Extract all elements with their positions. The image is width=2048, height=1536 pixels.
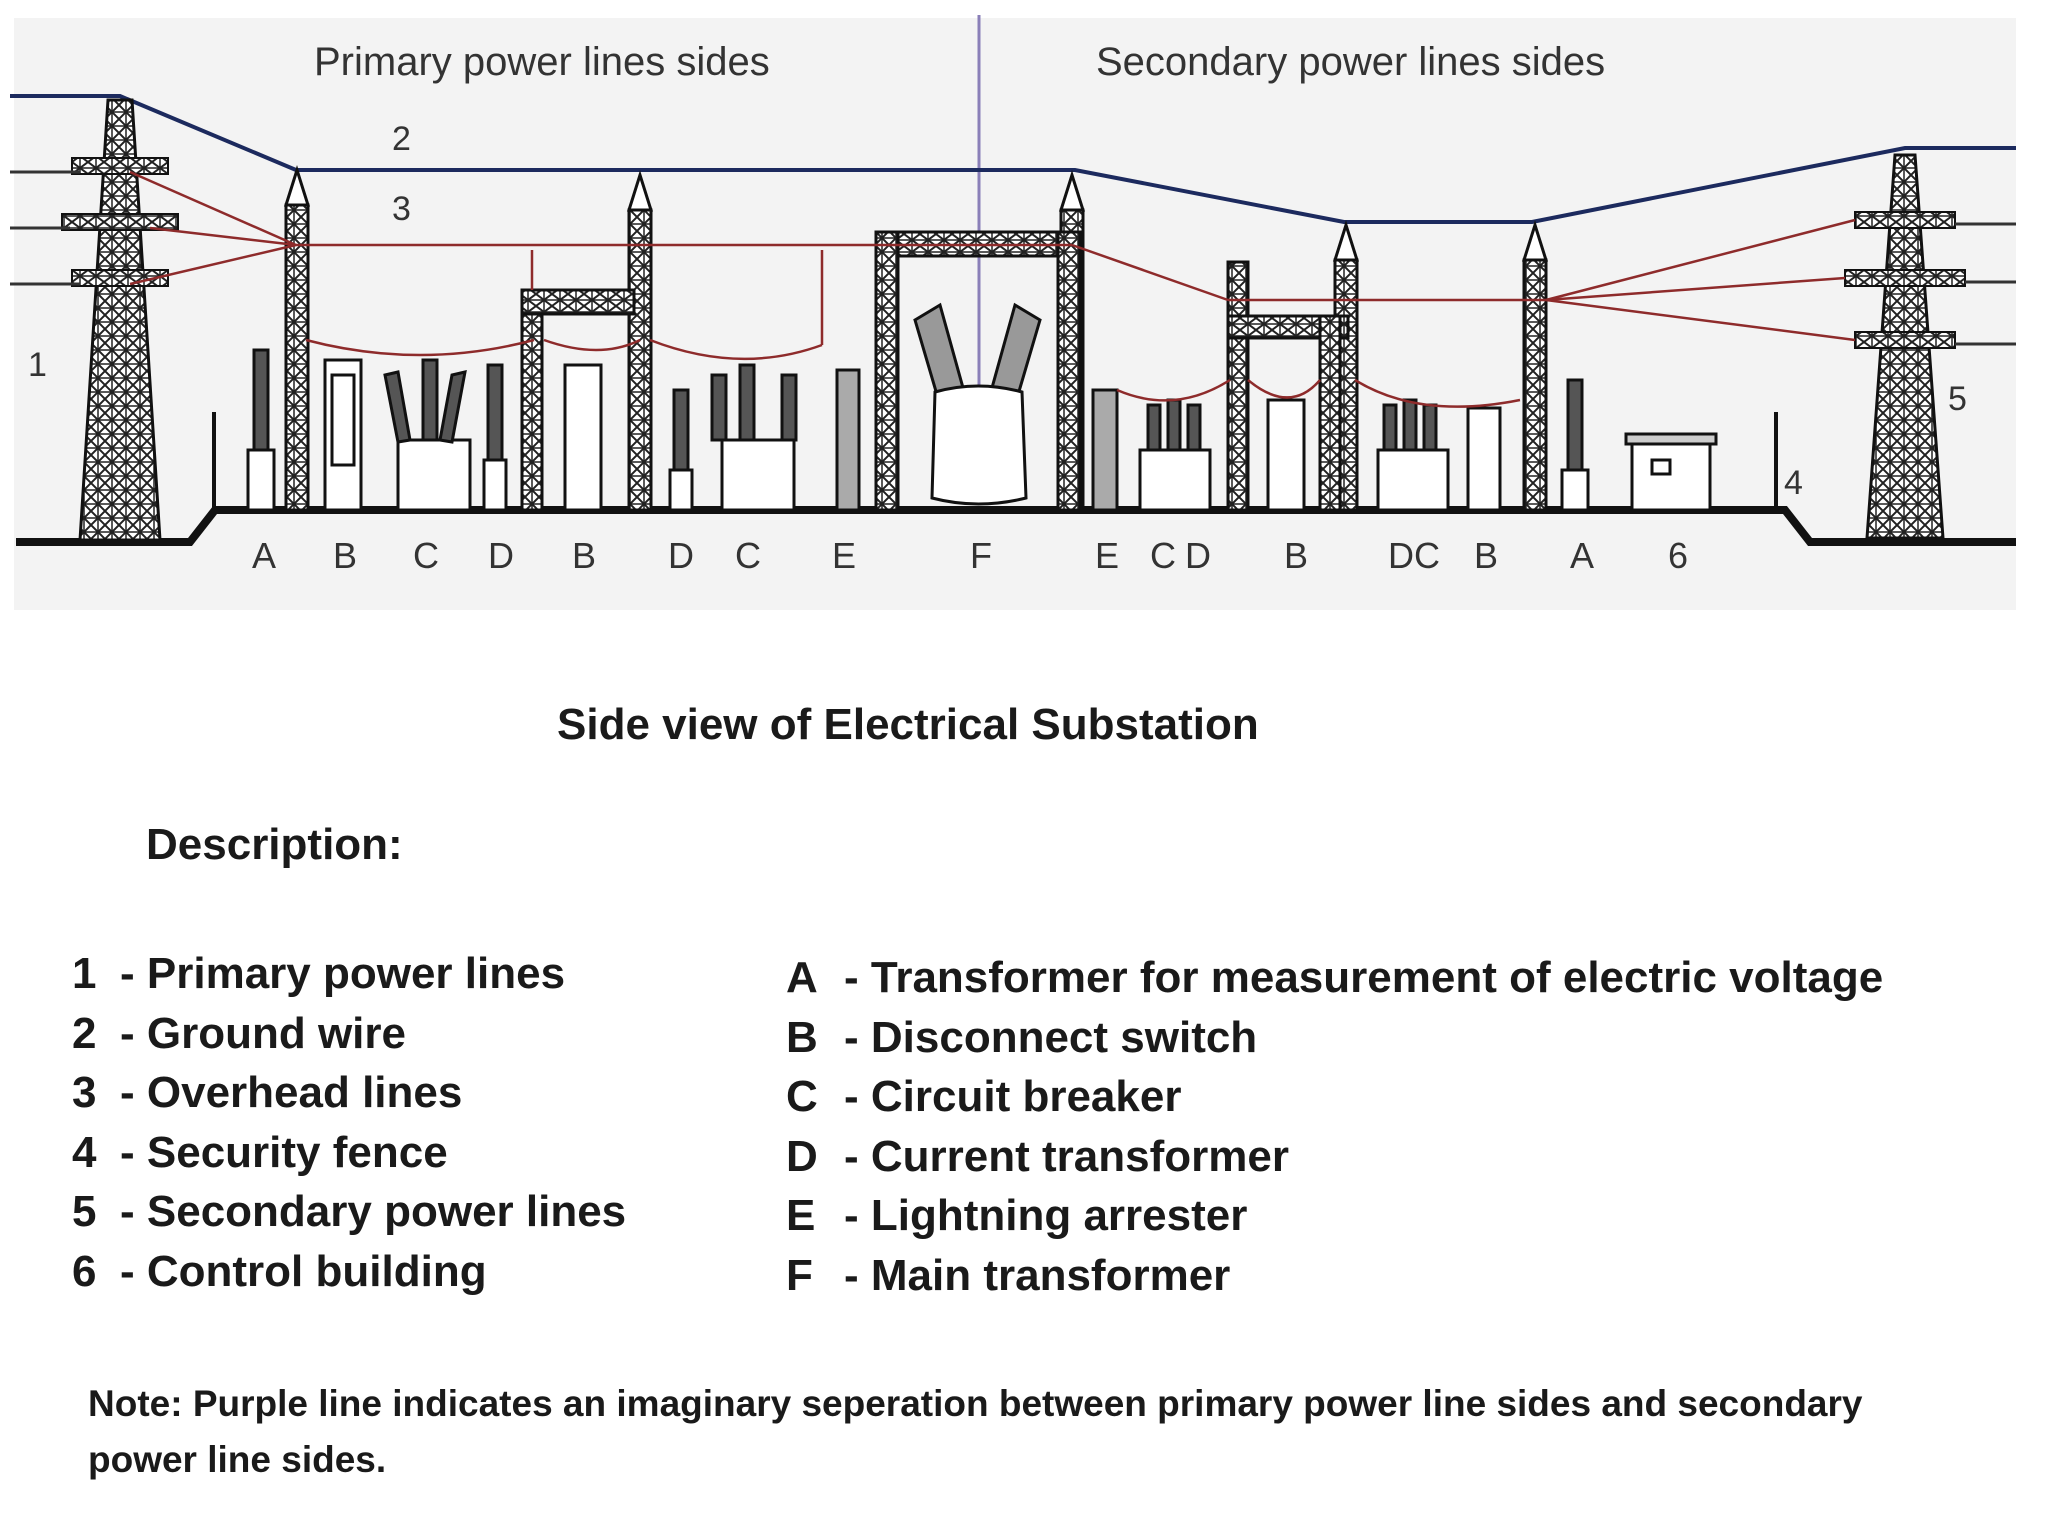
legend-key: E	[786, 1191, 816, 1240]
legend-item: 3 - Overhead lines	[72, 1063, 626, 1123]
legend-item: 5 - Secondary power lines	[72, 1182, 626, 1242]
ground-letter: E	[832, 535, 856, 576]
legend-text: - Control building	[120, 1246, 487, 1296]
ground-line	[16, 506, 2016, 546]
ground-letter: B	[1284, 535, 1308, 576]
ground-letter: A	[252, 535, 276, 576]
legend-text: - Current transformer	[844, 1131, 1289, 1181]
ground-letter: D	[1185, 535, 1211, 576]
legend-key: F	[786, 1250, 813, 1300]
label-5: 5	[1948, 380, 1967, 418]
legend-text: - Disconnect switch	[844, 1012, 1258, 1062]
legend-key: 6	[72, 1246, 97, 1296]
ground-letter: D	[1388, 535, 1414, 576]
legend-text: - Ground wire	[120, 1008, 406, 1058]
legend-item: C - Circuit breaker	[786, 1067, 1883, 1127]
label-2: 2	[392, 120, 411, 158]
legend-item: E - Lightning arrester	[786, 1186, 1883, 1246]
description-heading: Description:	[146, 820, 403, 869]
legend-text: - Circuit breaker	[844, 1072, 1182, 1121]
legend-item: B - Disconnect switch	[786, 1008, 1883, 1068]
legend-key: C	[786, 1072, 818, 1121]
ground-wire	[10, 94, 2016, 224]
legend-key: 1	[72, 949, 97, 998]
number-legend: 1- Primary power lines 2- Ground wire 3-…	[72, 944, 626, 1301]
legend-item: D - Current transformer	[786, 1127, 1883, 1187]
legend-item: 1 - Primary power lines	[72, 944, 626, 1004]
label-1: 1	[28, 346, 47, 384]
ground-letter: C	[413, 535, 439, 576]
ground-letter: A	[1570, 535, 1594, 576]
legend-item: A - Transformer for measurement of electr…	[786, 948, 1883, 1008]
legend-key: A	[786, 953, 818, 1002]
ground-letter: C	[735, 535, 761, 576]
legend-item: 6 - Control building	[72, 1242, 626, 1302]
legend-text: - Main transformer	[844, 1250, 1231, 1300]
letter-legend: A - Transformer for measurement of electr…	[786, 948, 1883, 1305]
legend-key: 3	[72, 1068, 97, 1117]
ground-letters: A B C D B D C E F E C D B D C B A 6	[252, 535, 1688, 576]
ground-letter: E	[1095, 535, 1119, 576]
control-building	[1624, 432, 1718, 512]
note-text: Note: Purple line indicates an imaginary…	[88, 1383, 1863, 1480]
ground-letter: B	[333, 535, 357, 576]
label-4: 4	[1784, 464, 1803, 502]
legend-text: - Overhead lines	[120, 1068, 463, 1117]
legend-key: 5	[72, 1187, 97, 1236]
legend-item: F - Main transformer	[786, 1246, 1883, 1306]
ground-letter: C	[1414, 535, 1440, 576]
label-3: 3	[392, 190, 411, 228]
secondary-side-label: Secondary power lines sides	[1096, 40, 1606, 84]
diagram-caption: Side view of Electrical Substation	[557, 700, 1259, 749]
legend-text: - Secondary power lines	[120, 1187, 627, 1236]
legend-text: - Primary power lines	[120, 949, 566, 998]
ground-letter: B	[1474, 535, 1498, 576]
primary-tower	[61, 98, 179, 542]
substation-diagram: 1 2 3 4 5 A B C D B D C E F E C D B D C …	[10, 15, 2016, 610]
ground-letter: F	[970, 535, 992, 576]
legend-key: 2	[72, 1008, 97, 1058]
legend-text: - Lightning arrester	[844, 1191, 1248, 1240]
primary-side-label: Primary power lines sides	[314, 40, 770, 84]
legend-key: B	[786, 1012, 818, 1062]
overhead-lines	[129, 170, 1856, 408]
switch-gantries	[520, 260, 1350, 512]
legend-text: - Security fence	[120, 1127, 448, 1177]
legend-key: D	[786, 1131, 818, 1181]
equipment	[246, 348, 1590, 512]
legend-text: - Transformer for measurement of electri…	[844, 953, 1884, 1002]
ground-letter: 6	[1668, 535, 1688, 576]
ground-letter: B	[572, 535, 596, 576]
legend-item: 2 - Ground wire	[72, 1004, 626, 1064]
ground-letter: D	[488, 535, 514, 576]
ground-letter: C	[1150, 535, 1176, 576]
ground-letter: D	[668, 535, 694, 576]
legend-item: 4 - Security fence	[72, 1123, 626, 1183]
legend-key: 4	[72, 1127, 97, 1177]
secondary-tower	[1844, 153, 1966, 540]
